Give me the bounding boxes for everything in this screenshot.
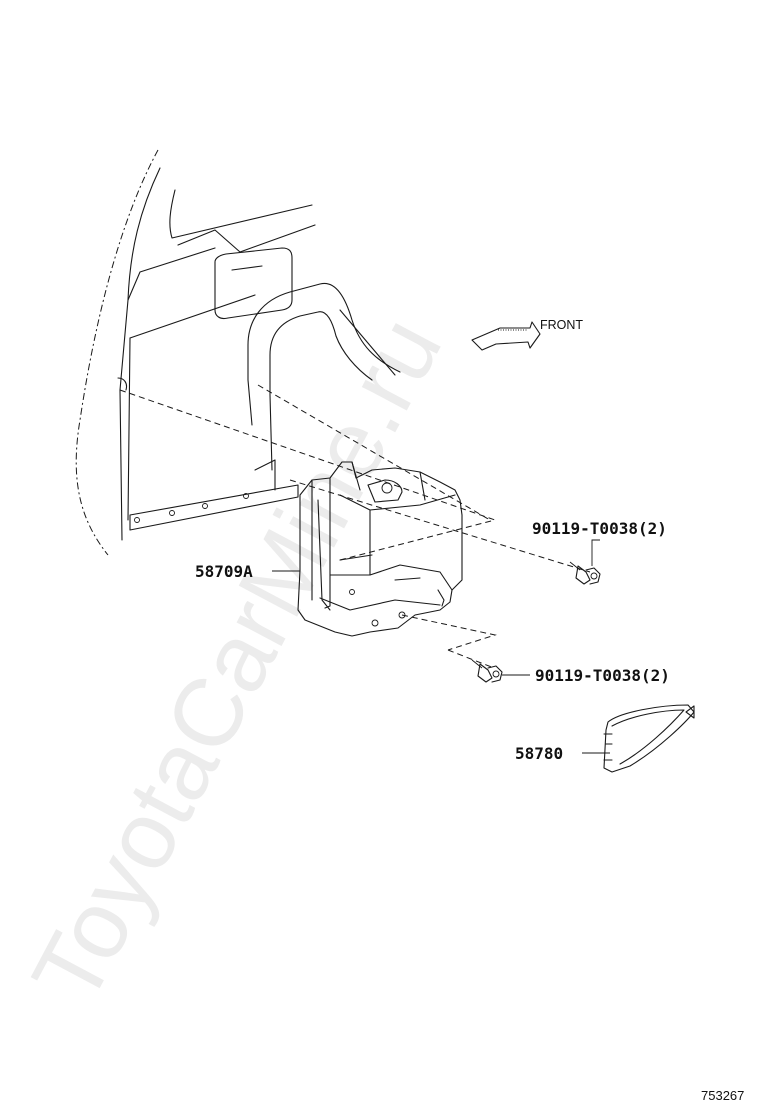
leader-lines <box>272 539 610 754</box>
vehicle-body-outline <box>75 149 401 556</box>
front-label: FRONT <box>540 318 583 332</box>
clamp-part <box>603 704 695 773</box>
bolt-upper-icon <box>569 561 601 585</box>
part-label-bracket: 58709A <box>195 562 253 581</box>
bolt-lower-icon <box>471 659 503 683</box>
bracket-assembly <box>297 461 463 637</box>
part-label-bolt-lower: 90119-T0038(2) <box>535 666 670 685</box>
watermark-text: ToyotaCarMine.ru <box>12 301 462 1020</box>
diagram-code: 753267 <box>701 1088 744 1103</box>
part-label-clamp: 58780 <box>515 744 563 763</box>
front-arrow-icon <box>471 321 541 351</box>
alignment-lines <box>119 384 591 669</box>
part-label-bolt-upper: 90119-T0038(2) <box>532 519 667 538</box>
